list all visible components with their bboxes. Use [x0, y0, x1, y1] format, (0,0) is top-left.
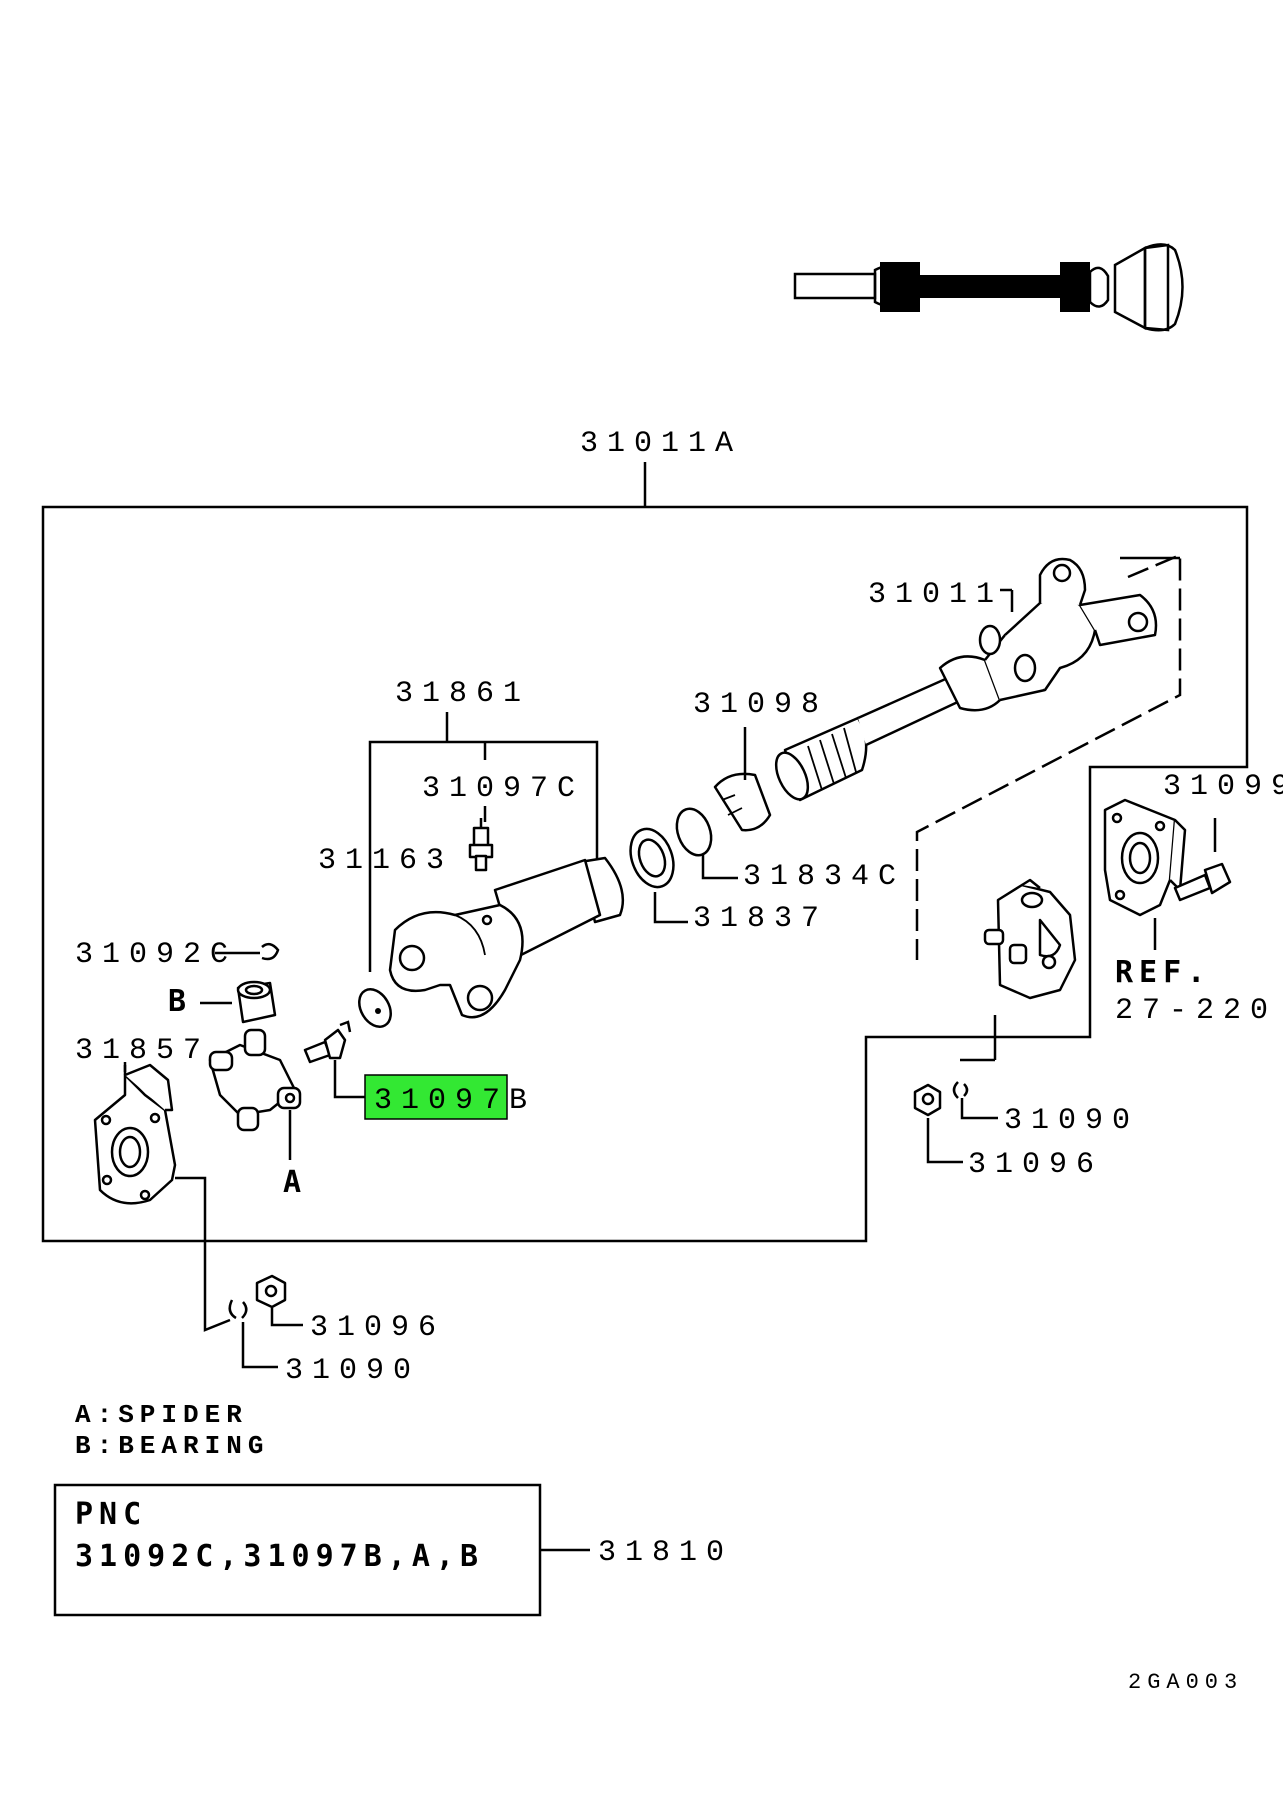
washer-left-part-number[interactable]: 31090 — [285, 1354, 420, 1388]
companion-flange-part-number[interactable]: 31099 — [1163, 770, 1283, 804]
ref-line-2[interactable]: 27-220 — [1115, 994, 1277, 1028]
assembly-outline — [41, 505, 1249, 1243]
flange-yoke-part-number[interactable]: 31857 — [75, 1034, 210, 1068]
spider[interactable] — [208, 1028, 302, 1132]
nut-right-part-number[interactable]: 31096 — [968, 1148, 1103, 1182]
diagram-code: 2GA003 — [1128, 1670, 1243, 1695]
highlight-box — [364, 1074, 508, 1120]
fitting-c-part-number[interactable]: 31097C — [422, 772, 584, 806]
slip-yoke[interactable] — [388, 856, 625, 1019]
washer-right[interactable] — [952, 1081, 969, 1099]
washer-left[interactable] — [228, 1299, 248, 1320]
plug-part-number[interactable]: 31163 — [318, 844, 453, 878]
assembly-part-number[interactable]: 31011A — [580, 427, 742, 461]
washer-right-part-number[interactable]: 31090 — [1004, 1104, 1139, 1138]
fitting-b-part-number[interactable]: 31097B — [374, 1084, 536, 1118]
snap-ring-part-number[interactable]: 31092C — [75, 938, 237, 972]
snap-ring[interactable] — [215, 942, 280, 961]
yoke-assy-part-number[interactable]: 31861 — [395, 677, 530, 711]
highlighted-part-31097B[interactable]: 31097B — [364, 1074, 536, 1120]
legend-spider: A:SPIDER — [75, 1400, 248, 1430]
boot-part-number[interactable]: 31098 — [693, 688, 828, 722]
shaft-part-number[interactable]: 31011 — [868, 578, 1003, 612]
ref-line-1[interactable]: REF. — [1115, 955, 1211, 990]
kit-box-contents: 31092C,31097B,A,B — [75, 1539, 484, 1574]
grease-fitting-b[interactable] — [303, 1020, 352, 1064]
shaft-location-icon — [793, 243, 1184, 332]
expansion-plug[interactable] — [353, 984, 397, 1033]
kit-part-number[interactable]: 31810 — [598, 1536, 733, 1570]
grease-fitting-c[interactable] — [468, 818, 494, 872]
flange-yoke[interactable] — [93, 1063, 177, 1205]
companion-flange[interactable] — [1103, 798, 1232, 917]
snap-ring-seal-part-number[interactable]: 31834C — [743, 860, 905, 894]
bearing-letter[interactable]: B — [168, 984, 192, 1019]
right-universal-joint[interactable] — [983, 878, 1077, 1000]
seal-part-number[interactable]: 31837 — [693, 902, 828, 936]
snap-ring-seal[interactable] — [671, 804, 717, 860]
kit-box-title: PNC — [75, 1497, 147, 1532]
propeller-shaft[interactable] — [770, 556, 1180, 804]
legend-bearing: B:BEARING — [75, 1431, 269, 1461]
spider-letter[interactable]: A — [283, 1165, 307, 1200]
nut-left-part-number[interactable]: 31096 — [310, 1311, 445, 1345]
nut-left[interactable] — [255, 1274, 287, 1309]
needle-bearing[interactable] — [236, 980, 277, 1024]
nut-right[interactable] — [913, 1083, 942, 1117]
oil-seal[interactable] — [623, 823, 681, 893]
dust-boot[interactable] — [713, 772, 772, 832]
